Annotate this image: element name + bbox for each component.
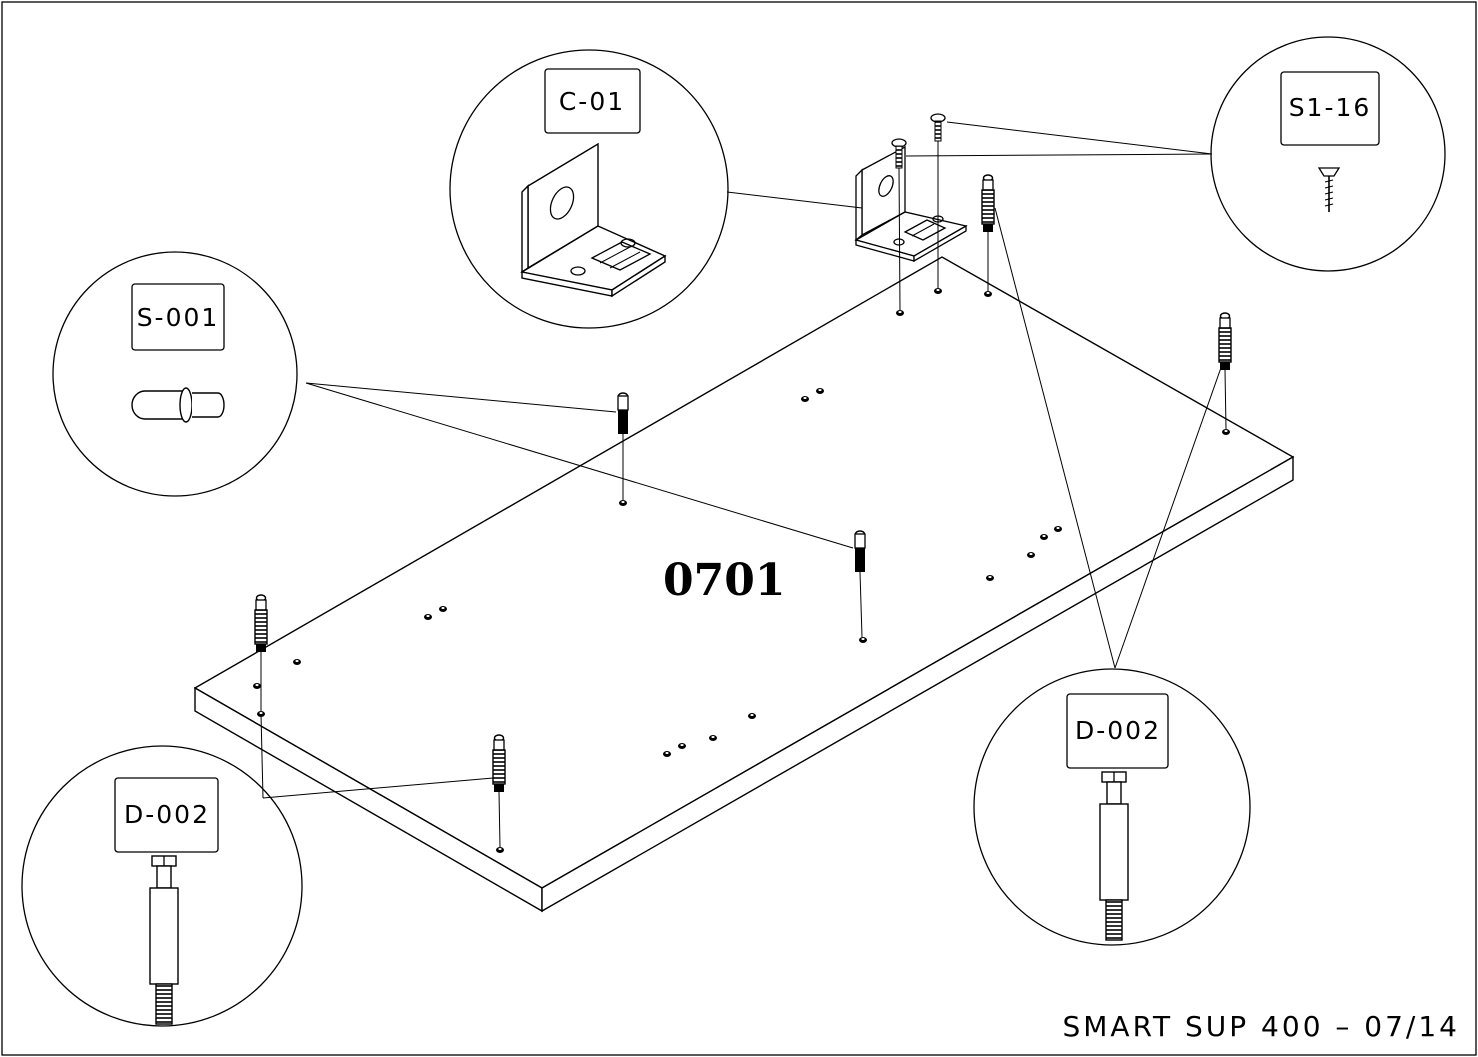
screw-fitting-1 [891, 138, 907, 311]
leader-lines [260, 121, 1224, 799]
cam-dowel-left-icon [149, 855, 179, 1025]
callout-cam-dowel-left: D-002 [21, 745, 303, 1027]
cam-dowel-fitting-3 [981, 174, 995, 291]
shelf-pin-icon [131, 387, 225, 423]
cam-dowel-fitting-2 [492, 734, 506, 848]
callout-bracket: C-01 [449, 49, 729, 329]
bracket-icon [520, 142, 667, 298]
bracket-code: C-01 [559, 87, 625, 116]
cam-dowel-right-code: D-002 [1075, 716, 1161, 745]
callout-screw: S1-16 [1210, 36, 1446, 272]
shelf-pin-code: S-001 [137, 303, 220, 332]
shelf-pin-fitting-2 [854, 530, 866, 638]
screw-code: S1-16 [1289, 93, 1372, 122]
callout-cam-dowel-right: D-002 [973, 668, 1251, 946]
panel-0701 [193, 256, 1295, 913]
cam-dowel-fitting-4 [1218, 312, 1232, 430]
shelf-pin-fitting-1 [617, 392, 629, 500]
panel-number: 0701 [663, 555, 785, 606]
cam-dowel-fitting-1 [254, 594, 268, 711]
bracket-fitting [854, 145, 968, 263]
callout-shelf-pin: S-001 [52, 251, 298, 497]
screw-icon [1317, 167, 1341, 212]
cam-dowel-right-icon [1099, 771, 1129, 941]
screw-fitting-2 [930, 113, 946, 288]
footer-label: SMART SUP 400 – 07/14 [1063, 1010, 1461, 1043]
cam-dowel-left-code: D-002 [124, 800, 210, 829]
